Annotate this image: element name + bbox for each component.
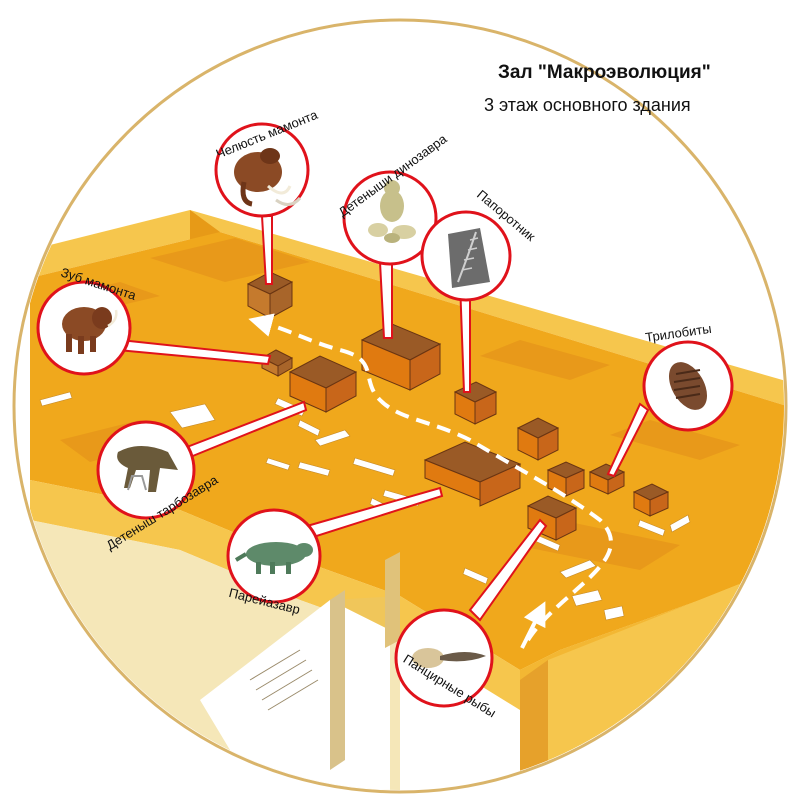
lower-wall — [385, 552, 400, 648]
bubble-trilobites[interactable] — [642, 340, 734, 432]
hall-title: Зал "Макроэволюция" — [498, 62, 711, 83]
display-cases — [246, 271, 670, 541]
stair-line — [249, 649, 301, 681]
fern-fossil-icon — [448, 228, 490, 288]
stair-line — [255, 659, 307, 691]
hatchling-dinosaur-icon — [368, 180, 416, 243]
mammoth-icon — [62, 307, 118, 354]
bubble-mammoth-tooth[interactable] — [36, 280, 132, 376]
lower-wall — [330, 590, 345, 770]
partitions — [39, 391, 691, 621]
route-start-arrow — [520, 601, 546, 649]
bubble-fern[interactable] — [420, 210, 512, 302]
right-lower-block-side — [520, 660, 548, 790]
pareiasaurus-icon — [234, 542, 313, 574]
floor-pattern — [480, 340, 610, 380]
stair-line — [261, 669, 313, 701]
trilobite-icon — [669, 362, 707, 410]
pointer-lines — [116, 215, 650, 622]
bubble-tarbosaurus[interactable] — [96, 420, 196, 520]
bubble-armored-fish[interactable] — [394, 608, 494, 708]
bubble-mammoth-jaw[interactable] — [214, 122, 310, 218]
bubble-dino-babies[interactable] — [342, 170, 438, 266]
hall-subtitle: 3 этаж основного здания — [484, 95, 691, 115]
stair-line — [267, 679, 319, 711]
visitor-route — [248, 313, 613, 642]
armored-fish-icon — [412, 648, 486, 668]
mammoth-head-icon — [234, 148, 302, 207]
floor-pattern — [610, 420, 740, 460]
bubble-pareiasaurus[interactable] — [226, 508, 322, 604]
lower-left-corridor — [330, 596, 400, 636]
tarbosaurus-icon — [117, 446, 178, 492]
